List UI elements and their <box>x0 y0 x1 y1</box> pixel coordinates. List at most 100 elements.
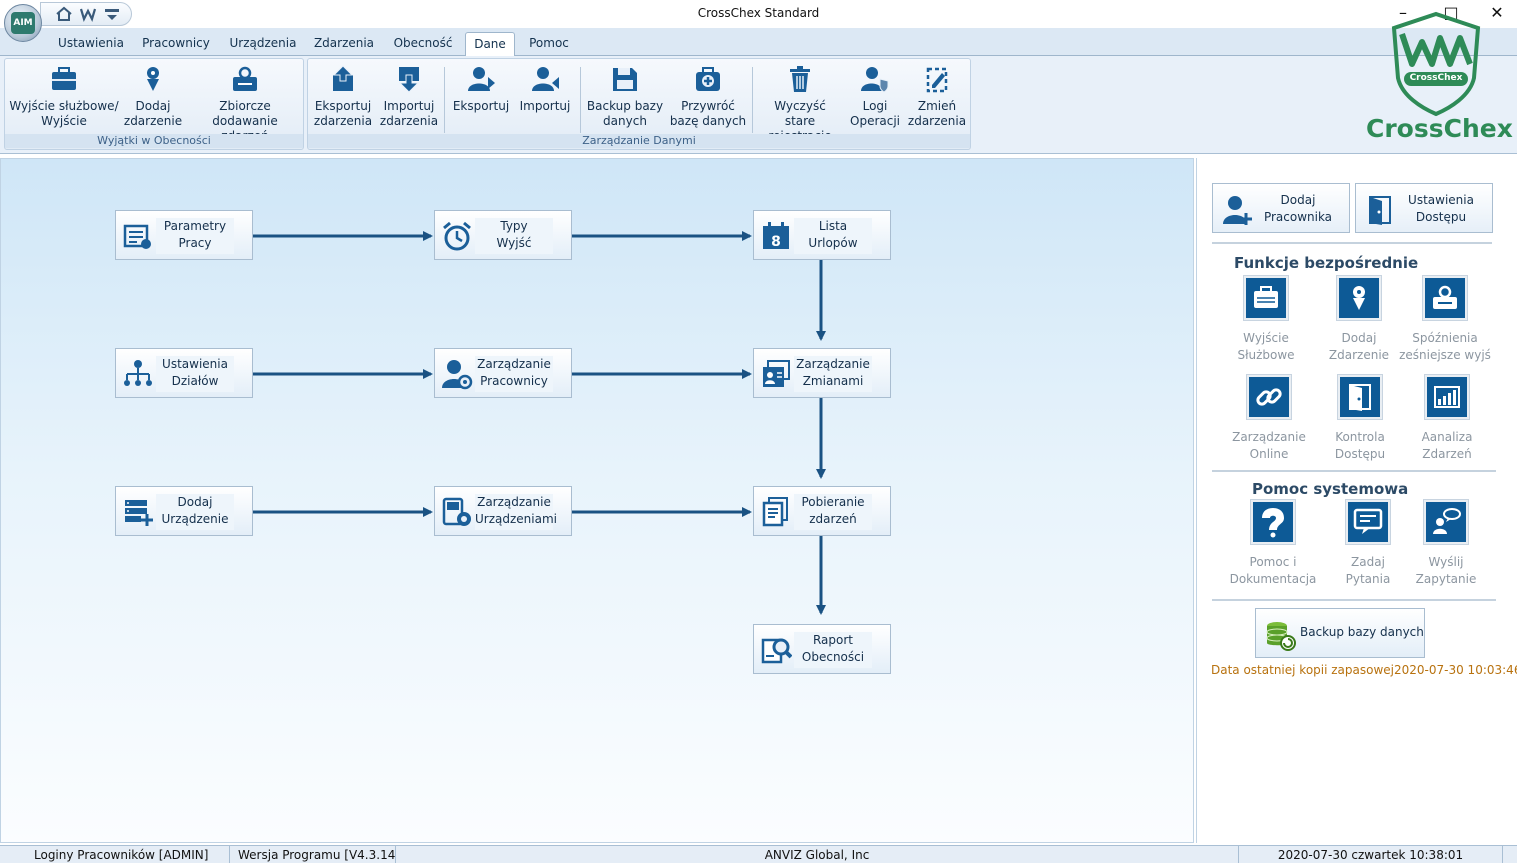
ribbon-button-zmien-zdarzenia[interactable]: Zmień zdarzenia <box>906 63 968 135</box>
ribbon-button-importuj[interactable]: Importuj <box>514 63 576 135</box>
user-message-icon <box>1433 508 1461 534</box>
briefcase-icon <box>52 67 76 90</box>
tab-ustawienia[interactable]: Ustawienia <box>58 36 124 50</box>
group-wyjatki: Wyjście służbowe/ Wyjście Dodaj zdarzeni… <box>4 58 304 150</box>
ribbon-button-logi[interactable]: Logi Operacji <box>844 63 906 135</box>
help-icon <box>1262 508 1284 538</box>
home-icon[interactable] <box>55 6 73 22</box>
minimize-button[interactable]: – <box>1399 3 1407 22</box>
tab-urzadzenia[interactable]: Urządzenia <box>229 36 297 50</box>
workflow-arrows <box>253 231 826 615</box>
device-gear-icon <box>442 497 471 526</box>
crosschex-logo-icon <box>1391 11 1481 117</box>
tab-dane[interactable]: Dane <box>465 32 515 56</box>
briefcase-icon <box>1254 286 1278 308</box>
status-version: Wersja Programu [V4.3.14.0] <box>230 846 396 863</box>
ribbon-button-importuj-zdarzenia[interactable]: Importuj zdarzenia <box>378 63 440 135</box>
trash-icon <box>790 66 810 92</box>
crosschex-logo-text: CrossChex <box>1366 114 1513 143</box>
backup-database-button[interactable]: Backup bazy danych <box>1255 608 1425 658</box>
add-user-icon <box>1223 196 1252 225</box>
door-icon <box>1349 384 1371 411</box>
pen-nib-icon <box>1353 286 1365 310</box>
ribbon-button-backup[interactable]: Backup bazy danych <box>586 63 664 135</box>
download-events-icon <box>762 497 788 527</box>
status-user: Loginy Pracowników [ADMIN] <box>0 846 230 863</box>
report-search-icon <box>761 638 792 664</box>
section-title-funkcje: Funkcje bezpośrednie <box>1234 254 1419 272</box>
user-gear-icon <box>442 360 473 390</box>
ribbon-button-eksportuj-zdarzenia[interactable]: Eksportuj zdarzenia <box>312 63 374 135</box>
tab-obecnosc[interactable]: Obecność <box>393 36 453 50</box>
divider <box>1212 599 1496 601</box>
bar-chart-icon <box>1434 386 1460 408</box>
tab-pracownicy[interactable]: Pracownicy <box>142 36 210 50</box>
ribbon: Wyjście służbowe/ Wyjście Dodaj zdarzeni… <box>0 56 1517 154</box>
database-backup-icon <box>1266 622 1296 651</box>
stamp-icon <box>1433 285 1457 309</box>
edit-events-icon <box>926 67 948 93</box>
ribbon-button-dodaj-zdarzenie[interactable]: Dodaj zdarzenie <box>123 63 183 135</box>
app-menu-button[interactable]: AIM <box>4 4 42 42</box>
status-bar: Loginy Pracowników [ADMIN] Wersja Progra… <box>0 845 1517 863</box>
section-title-pomoc: Pomoc systemowa <box>1252 480 1409 498</box>
door-icon <box>1369 196 1391 225</box>
group-zarzadzanie-danymi: Eksportuj zdarzenia Importuj zdarzenia E… <box>307 58 971 150</box>
org-chart-icon <box>124 360 152 386</box>
tab-pomoc[interactable]: Pomoc <box>529 36 569 50</box>
status-datetime: 2020-07-30 czwartek 10:38:01 <box>1239 846 1503 863</box>
import-events-icon <box>398 67 420 93</box>
alarm-clock-icon <box>443 221 471 251</box>
logo-badge-text: CrossChex <box>1409 73 1463 83</box>
status-company: ANVIZ Global, Inc <box>396 846 1239 863</box>
last-backup-info: Data ostatniej kopii zapasowej2020-07-30… <box>1211 663 1517 677</box>
export-user-icon <box>468 67 495 91</box>
ribbon-button-wyczysc[interactable]: Wyczyść stare rejestracje <box>758 63 842 143</box>
calendar-icon: 8 <box>763 222 789 250</box>
group-label-wyjatki: Wyjątki w Obecności <box>5 134 303 148</box>
app-logo-icon: AIM <box>11 12 35 34</box>
shift-icon <box>763 360 790 387</box>
pen-nib-icon <box>147 67 159 91</box>
export-events-icon <box>332 65 354 91</box>
add-device-icon <box>125 500 153 526</box>
monitor-chat-icon <box>1353 508 1383 534</box>
stamp-icon <box>233 66 257 91</box>
floppy-icon <box>613 68 637 91</box>
ribbon-button-wyjscie-sluzbowe[interactable]: Wyjście służbowe/ Wyjście <box>9 63 119 135</box>
ribbon-button-zbiorcze-dodawanie[interactable]: Zbiorcze dodawanie zdarzeń <box>189 63 301 143</box>
calendar-day-number: 8 <box>771 234 781 250</box>
close-button[interactable]: ✕ <box>1490 3 1504 22</box>
logo-small-icon[interactable] <box>79 6 97 22</box>
ribbon-button-eksportuj[interactable]: Eksportuj <box>450 63 512 135</box>
title-bar: CrossChex Standard – □ ✕ <box>0 0 1517 28</box>
tab-zdarzenia[interactable]: Zdarzenia <box>313 36 375 50</box>
ribbon-button-przywroc[interactable]: Przywróć bazę danych <box>668 63 748 135</box>
qat-dropdown-icon[interactable] <box>103 6 121 22</box>
restore-kit-icon <box>696 67 720 91</box>
ribbon-separator <box>752 67 753 133</box>
